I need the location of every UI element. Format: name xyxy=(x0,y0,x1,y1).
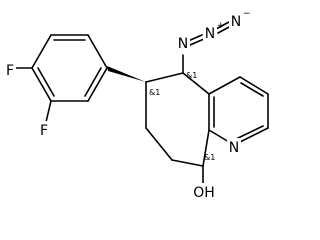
bond-nalpha-nbeta-a xyxy=(187,34,203,42)
atom-n-alpha: N xyxy=(178,36,188,52)
atom-hydroxyl: OH xyxy=(193,185,215,201)
bond-c8-c9 xyxy=(171,159,204,167)
structure-diagram: N N + N − N F F OH &1 &1 &1 xyxy=(4,9,269,201)
bond-c5-c6 xyxy=(145,72,184,83)
bond-c9-c9a xyxy=(202,129,210,167)
atom-n-terminal: N xyxy=(231,14,241,30)
bond-nbeta-nterm-b xyxy=(217,25,232,34)
stereo-label-c5: &1 xyxy=(186,71,197,80)
bond-ph4-ph5 xyxy=(31,67,52,102)
bond-npyr-c2-inner xyxy=(235,125,264,140)
atom-fluorine-1: F xyxy=(6,63,14,79)
bond-nalpha-nbeta-b xyxy=(189,38,205,46)
bond-ph3-ph4 xyxy=(31,34,52,69)
wedge-bond-c6-phenyl xyxy=(107,66,146,82)
bond-nbeta-nterm-a xyxy=(215,21,230,30)
stereo-label-c6: &1 xyxy=(149,88,160,97)
bond-ph4-ph5-inner xyxy=(37,67,55,97)
atom-label-layer: N N + N − N F F OH xyxy=(4,9,251,201)
wedge-layer xyxy=(107,66,146,82)
atom-n-terminal-charge: − xyxy=(243,9,251,19)
stereo-label-c9: &1 xyxy=(204,153,215,162)
atom-fluorine-2: F xyxy=(40,123,48,139)
bond-c-f2 xyxy=(45,100,52,123)
atom-pyridine-n: N xyxy=(229,140,239,156)
bond-ph6-ph1-inner xyxy=(84,67,102,97)
bond-c3-c4-inner xyxy=(240,82,264,97)
bond-ph6-ph1 xyxy=(87,67,108,102)
stereo-label-layer: &1 &1 &1 xyxy=(149,71,215,162)
bond-c7-c8 xyxy=(145,127,173,161)
atom-n-beta-charge: + xyxy=(217,21,225,31)
bond-ph1-ph2 xyxy=(87,34,108,69)
bond-c4-c5a xyxy=(208,76,241,95)
atom-n-beta: N xyxy=(205,26,215,42)
bond-layer xyxy=(14,21,269,185)
bond-c3-c4 xyxy=(239,76,269,95)
bond-c5a-c5 xyxy=(182,72,210,95)
